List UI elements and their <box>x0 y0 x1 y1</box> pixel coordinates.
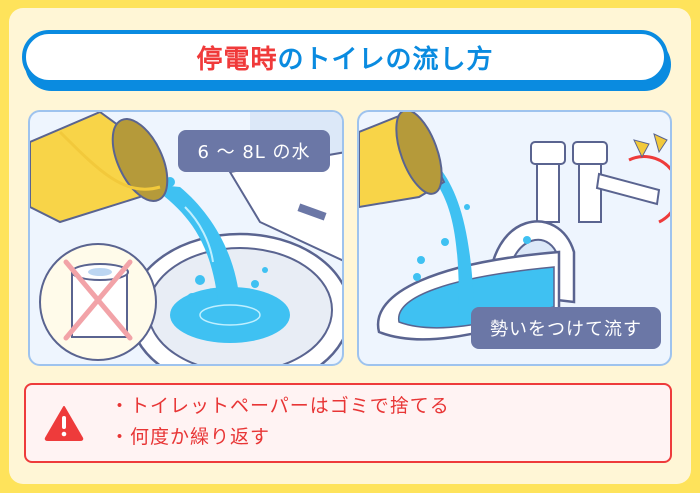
panel-squat-toilet: 勢いをつけて流す <box>357 110 672 366</box>
warning-box: ・トイレットペーパーはゴミで捨てる ・何度か繰り返す <box>24 383 672 463</box>
title-highlight: 停電時 <box>196 44 278 75</box>
warning-item: ・トイレットペーパーはゴミで捨てる <box>110 395 450 417</box>
warning-item: ・何度か繰り返す <box>110 426 271 448</box>
bucket-icon <box>359 112 446 209</box>
western-toilet-illustration <box>30 112 342 364</box>
flush-with-force-label: 勢いをつけて流す <box>471 307 661 349</box>
lever-turn-icon <box>628 133 670 224</box>
title-rest: のトイレの流し方 <box>277 44 494 75</box>
page-title: 停電時のトイレの流し方 <box>22 30 668 84</box>
water-amount-label: 6 ～ 8L の水 <box>178 130 330 172</box>
warning-list: ・トイレットペーパーはゴミで捨てる ・何度か繰り返す <box>110 391 450 453</box>
no-toilet-paper-icon <box>39 243 157 361</box>
bucket-icon <box>30 112 169 224</box>
panel-western-toilet: 6 ～ 8L の水 <box>28 110 344 366</box>
warning-triangle-icon <box>44 406 84 441</box>
